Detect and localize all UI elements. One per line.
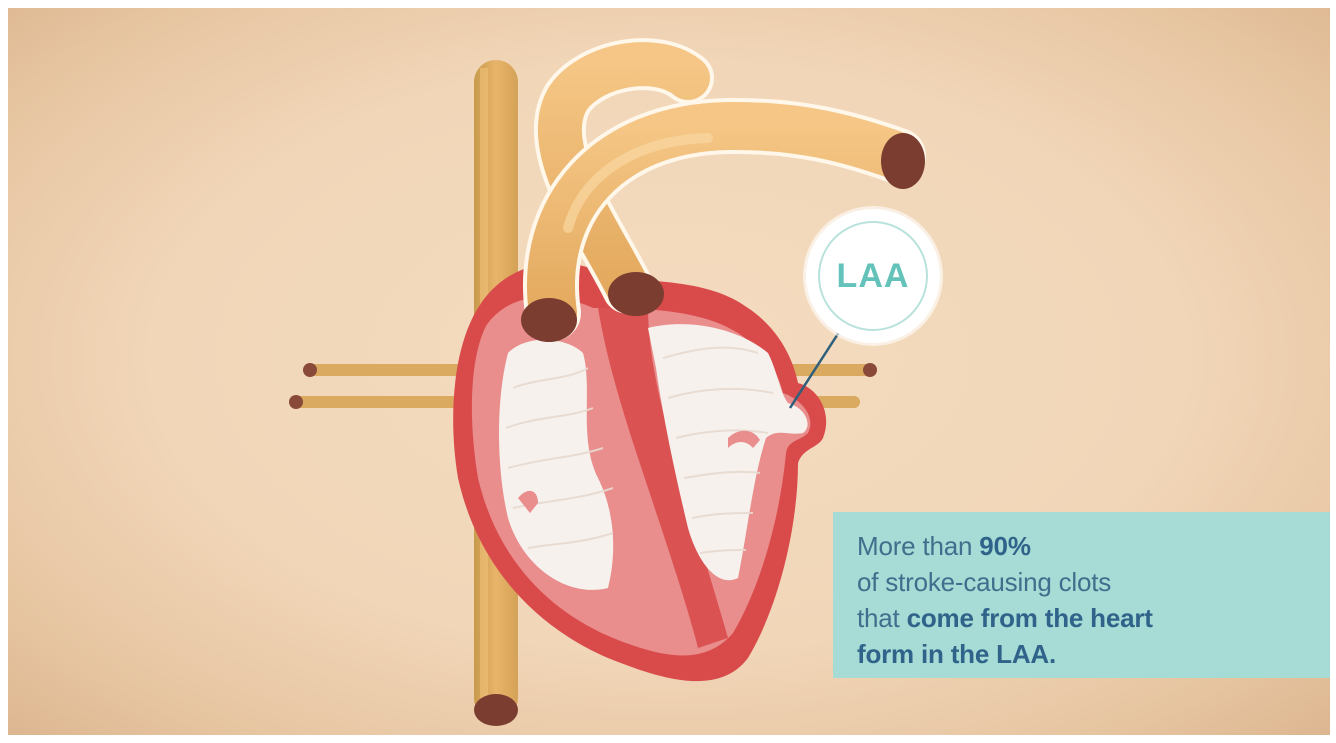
callout-line-3-emphasis: come from the heart bbox=[907, 603, 1153, 633]
callout-line-1-text: More than bbox=[857, 531, 979, 561]
callout-line-3-text: that bbox=[857, 603, 907, 633]
illustration-frame: LAA More than 90% of stroke-causing clot… bbox=[8, 8, 1330, 735]
callout-box: More than 90% of stroke-causing clots th… bbox=[833, 512, 1330, 678]
callout-line-3: that come from the heart bbox=[857, 600, 1153, 636]
laa-label: LAA bbox=[806, 209, 940, 343]
callout-line-1-emphasis: 90% bbox=[979, 531, 1030, 561]
callout-line-1: More than 90% bbox=[857, 528, 1153, 564]
callout-line-2: of stroke-causing clots bbox=[857, 564, 1153, 600]
callout-line-4: form in the LAA. bbox=[857, 636, 1153, 672]
laa-badge: LAA bbox=[806, 209, 940, 343]
callout-text: More than 90% of stroke-causing clots th… bbox=[857, 528, 1153, 672]
